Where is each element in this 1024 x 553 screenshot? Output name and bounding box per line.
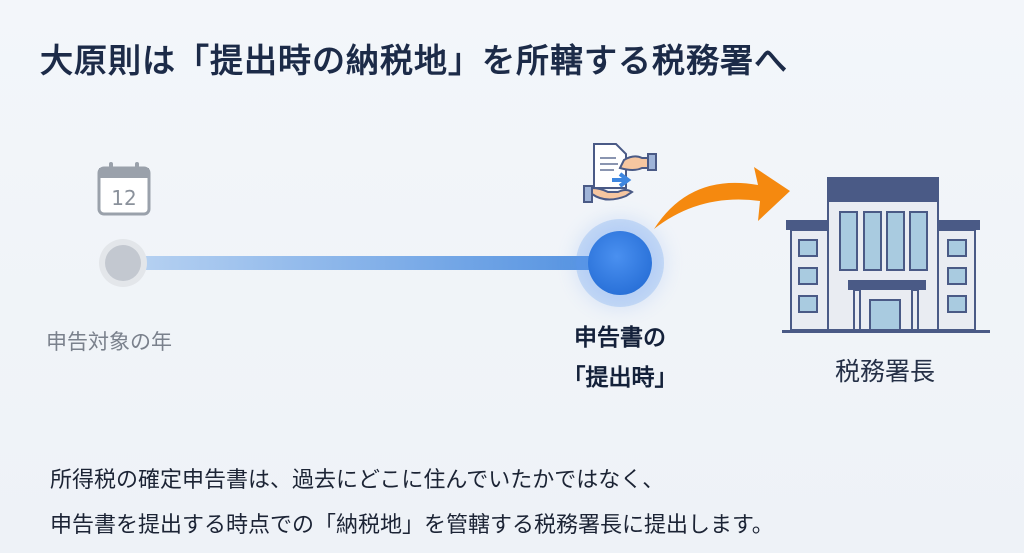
timeline-bar — [123, 256, 623, 270]
tax-office-building-icon — [782, 177, 990, 333]
orange-arrow-icon — [654, 167, 790, 229]
timeline-start-label: 申告対象の年 — [46, 330, 172, 354]
hand-over-document-icon — [583, 143, 657, 203]
explanation-line-2: 申告書を提出する時点での「納税地」を管轄する税務署長に提出します。 — [50, 513, 774, 538]
calendar-day: 12 — [111, 186, 136, 210]
timeline-start-dot — [105, 245, 141, 281]
timeline-end-label: 申告書の 「提出時」 — [540, 318, 700, 398]
explanation-line-1: 所得税の確定申告書は、過去にどこに住んでいたかではなく、 — [50, 468, 665, 493]
timeline-end-dot — [588, 231, 652, 295]
calendar-icon: 12 — [97, 162, 151, 216]
tax-office-label: 税務署長 — [834, 357, 935, 386]
explanation-text: 所得税の確定申告書は、過去にどこに住んでいたかではなく、 申告書を提出する時点で… — [50, 458, 774, 548]
timeline-end-label-line1: 申告書の — [574, 325, 666, 351]
timeline-end-label-line2: 「提出時」 — [562, 365, 678, 391]
page-title: 大原則は「提出時の納税地」を所轄する税務署へ — [40, 41, 788, 80]
